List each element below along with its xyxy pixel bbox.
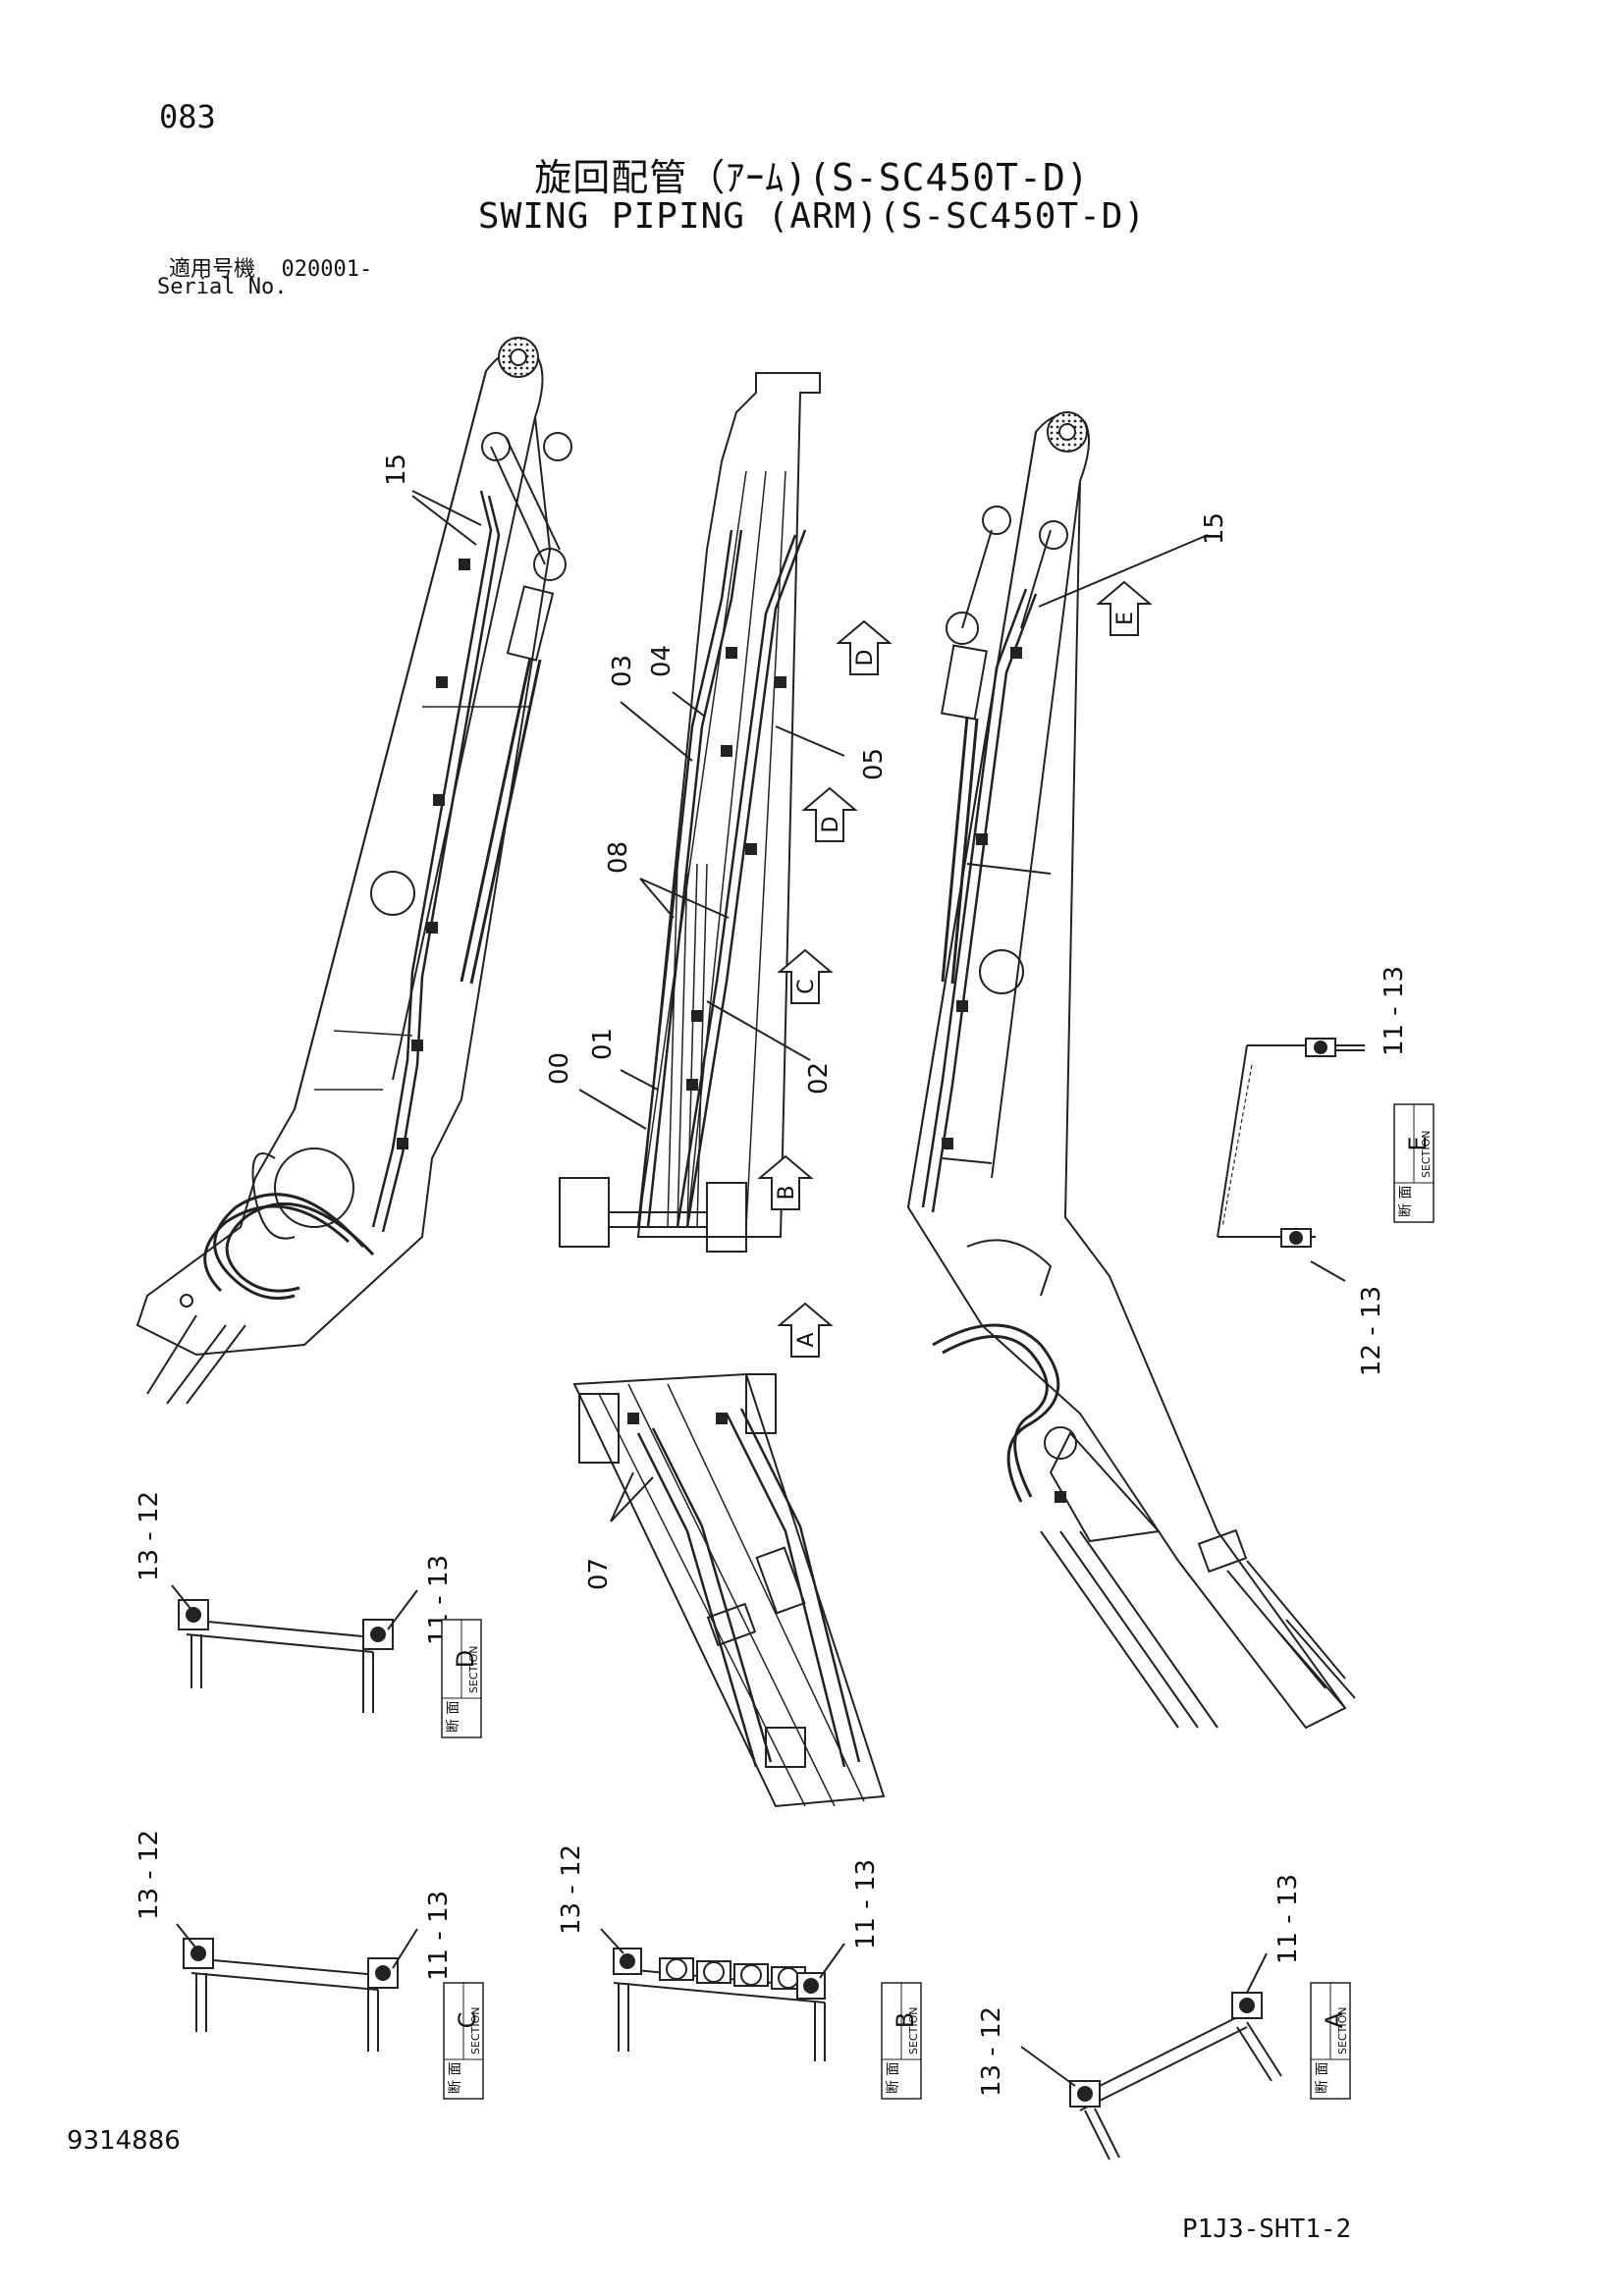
section-arrows bbox=[757, 580, 1153, 1358]
section-box-d-en: SECTION bbox=[467, 1646, 480, 1693]
callout-00: 00 bbox=[545, 1052, 574, 1085]
callout-e-top: 11 - 13 bbox=[1380, 966, 1409, 1056]
callout-a-left: 13 - 12 bbox=[977, 2006, 1006, 2097]
arrow-d2 bbox=[801, 786, 858, 842]
callout-c-right: 11 - 13 bbox=[424, 1891, 454, 1981]
section-box-b: 断 面 SECTION B bbox=[881, 1982, 922, 2100]
section-box-b-jp: 断 面 bbox=[886, 2062, 901, 2094]
serial-line-jp: 適用号機 020001- bbox=[169, 251, 372, 283]
callout-15-right: 15 bbox=[1200, 512, 1229, 545]
callout-08: 08 bbox=[604, 841, 633, 874]
section-box-c-en: SECTION bbox=[469, 2007, 482, 2055]
page-number: 083 bbox=[159, 98, 216, 135]
callout-03: 03 bbox=[608, 655, 637, 687]
sheet-code: P1J3-SHT1-2 bbox=[1182, 2215, 1352, 2244]
callout-a-right: 11 - 13 bbox=[1273, 1874, 1303, 1964]
section-box-b-en: SECTION bbox=[907, 2007, 920, 2055]
leader-lines bbox=[411, 490, 1365, 1522]
title-japanese: 旋回配管（ｱｰﾑ)(S-SC450T-D) bbox=[534, 156, 1090, 199]
section-box-a-jp: 断 面 bbox=[1315, 2062, 1330, 2094]
section-box-e-jp: 断 面 bbox=[1398, 1186, 1414, 1217]
section-arrow-letters: D D C B A E bbox=[775, 612, 1138, 1347]
serial-label-jp: 適用号機 bbox=[169, 257, 256, 282]
callout-e-bottom: 12 - 13 bbox=[1357, 1286, 1386, 1376]
section-box-e-letter: E bbox=[1404, 1136, 1432, 1150]
right-arm-drawing bbox=[906, 411, 1356, 1730]
arrow-e bbox=[1096, 580, 1153, 636]
document-number: 9314886 bbox=[67, 2126, 181, 2156]
callout-numbers: 15 15 03 04 05 08 00 01 02 07 bbox=[382, 454, 1229, 1590]
callout-b-left: 13 - 12 bbox=[557, 1844, 586, 1935]
arrow-b bbox=[757, 1154, 814, 1210]
arrow-b-letter: B bbox=[775, 1185, 799, 1200]
callout-b-right: 11 - 13 bbox=[851, 1859, 881, 1949]
section-box-b-letter: B bbox=[892, 2012, 919, 2028]
section-box-a-en: SECTION bbox=[1336, 2007, 1349, 2055]
callout-07: 07 bbox=[584, 1558, 614, 1590]
section-box-d: 断 面 SECTION D bbox=[441, 1619, 482, 1738]
serial-label-en: Serial No. bbox=[157, 275, 288, 299]
section-box-c: 断 面 SECTION C bbox=[443, 1982, 484, 2100]
section-c-detail bbox=[176, 1923, 418, 2052]
section-b-detail bbox=[600, 1928, 845, 2061]
left-arm-drawing bbox=[135, 337, 572, 1405]
arrow-d1 bbox=[836, 619, 893, 675]
section-box-d-jp: 断 面 bbox=[446, 1701, 461, 1733]
section-box-d-letter: D bbox=[452, 1650, 479, 1668]
callout-05: 05 bbox=[859, 748, 889, 780]
arrow-a-letter: A bbox=[794, 1332, 819, 1347]
arrow-d1-letter: D bbox=[853, 650, 878, 667]
serial-value: 020001- bbox=[281, 257, 373, 282]
callout-c-left: 13 - 12 bbox=[135, 1830, 164, 1920]
callout-02: 02 bbox=[804, 1062, 834, 1095]
callout-04: 04 bbox=[647, 645, 677, 677]
callout-01: 01 bbox=[588, 1028, 618, 1060]
center-arm-drawing bbox=[559, 372, 821, 1253]
section-box-c-jp: 断 面 bbox=[448, 2062, 463, 2094]
section-box-c-letter: C bbox=[454, 2012, 481, 2029]
section-e-detail bbox=[1217, 1038, 1365, 1248]
section-box-e: 断 面 SECTION E bbox=[1393, 1103, 1435, 1223]
callout-15-left: 15 bbox=[382, 454, 411, 486]
title-english: SWING PIPING (ARM)(S-SC450T-D) bbox=[477, 196, 1147, 237]
section-box-a: 断 面 SECTION A bbox=[1310, 1982, 1351, 2100]
arrow-c-letter: C bbox=[794, 979, 819, 993]
section-box-e-en: SECTION bbox=[1420, 1131, 1433, 1178]
arrow-c bbox=[777, 948, 834, 1004]
section-a-detail bbox=[1020, 1952, 1282, 2161]
section-d-detail bbox=[171, 1584, 418, 1713]
callout-d-left: 13 - 12 bbox=[135, 1491, 164, 1581]
arrow-d2-letter: D bbox=[819, 817, 843, 833]
section-box-a-letter: A bbox=[1321, 2011, 1348, 2028]
center-lower-detail bbox=[572, 1372, 886, 1808]
arrow-a bbox=[777, 1302, 834, 1358]
arrow-e-letter: E bbox=[1113, 612, 1138, 625]
